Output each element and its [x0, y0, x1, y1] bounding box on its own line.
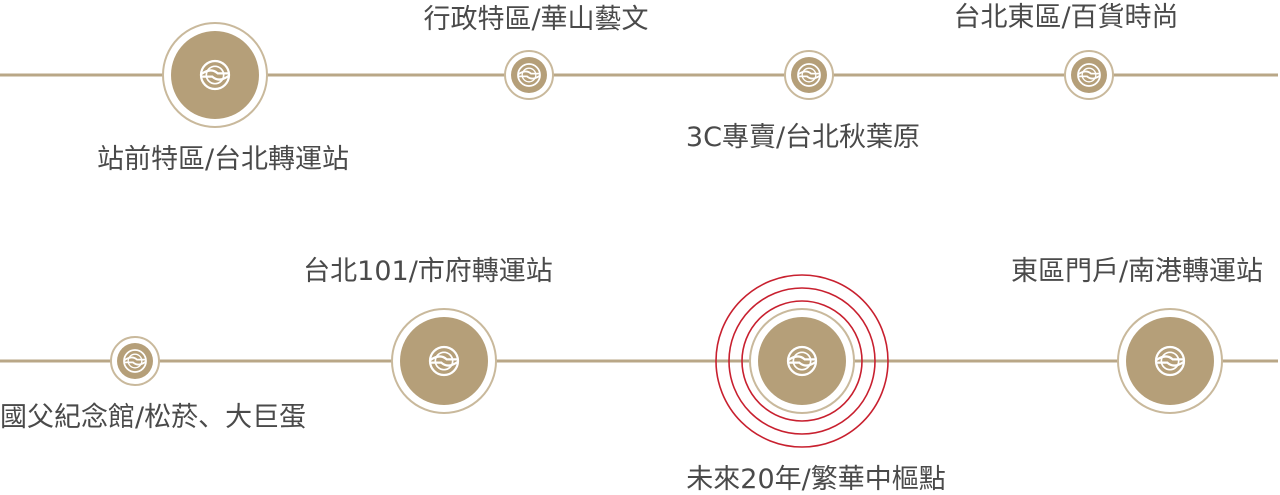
taipei-metro-logo-icon	[123, 349, 147, 373]
station-disc	[1126, 317, 1214, 405]
highlight-ring	[741, 300, 863, 422]
taipei-metro-logo-icon	[199, 59, 231, 91]
taipei-metro-logo-icon	[797, 63, 821, 87]
taipei-metro-logo-icon	[428, 345, 460, 377]
station-disc	[511, 57, 547, 93]
station-label: 國父紀念館/松菸、大巨蛋	[0, 402, 307, 433]
station-label: 行政特區/華山藝文	[423, 4, 649, 35]
station-node	[715, 274, 889, 448]
station-node	[110, 336, 160, 386]
taipei-metro-logo-icon	[786, 345, 818, 377]
station-disc	[758, 317, 846, 405]
station-disc	[171, 31, 259, 119]
station-label: 站前特區/台北轉運站	[96, 144, 350, 175]
station-node	[391, 308, 497, 414]
highlight-ring	[715, 274, 889, 448]
station-node	[784, 50, 834, 100]
station-disc	[1071, 57, 1107, 93]
station-label: 東區門戶/南港轉運站	[1010, 256, 1264, 287]
station-node	[1117, 308, 1223, 414]
station-node	[162, 22, 268, 128]
taipei-metro-logo-icon	[1077, 63, 1101, 87]
station-node	[504, 50, 554, 100]
station-disc	[117, 343, 153, 379]
taipei-metro-logo-icon	[517, 63, 541, 87]
station-label: 台北101/市府轉運站	[303, 256, 553, 287]
station-label: 台北東區/百貨時尚	[953, 2, 1179, 33]
station-node	[1064, 50, 1114, 100]
station-label: 3C專賣/台北秋葉原	[685, 122, 921, 153]
station-disc	[400, 317, 488, 405]
highlight-ring	[728, 287, 876, 435]
station-disc	[791, 57, 827, 93]
station-label: 未來20年/繁華中樞點	[686, 464, 946, 495]
taipei-metro-logo-icon	[1154, 345, 1186, 377]
